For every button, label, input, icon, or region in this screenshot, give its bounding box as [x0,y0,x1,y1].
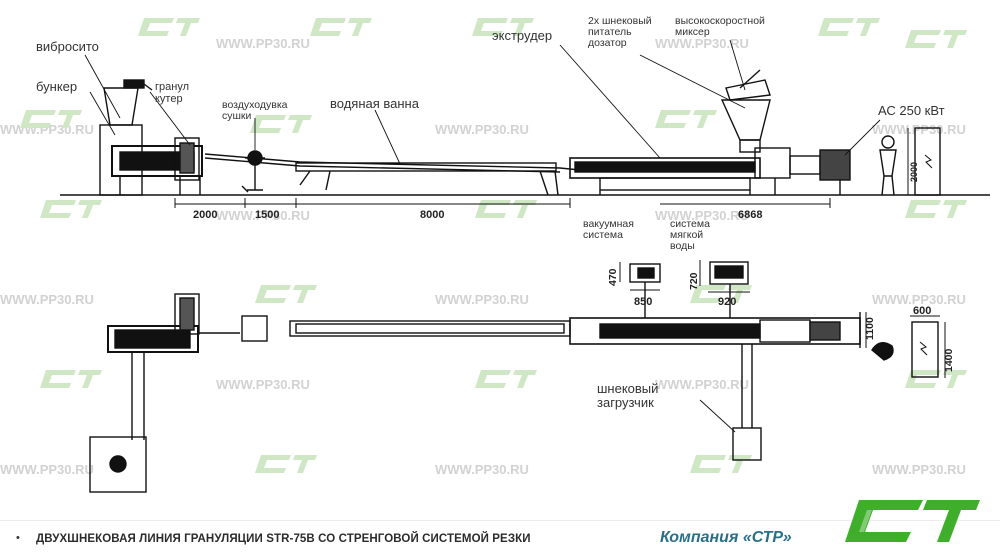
top-dimension-line [174,198,831,208]
watermark-logo-icon [655,110,717,128]
plan-cabinet [911,321,939,378]
watermark-logo-icon [255,285,317,303]
watermark-logo-icon [310,18,372,36]
dimension-1100: 1100 [864,317,876,340]
label-vibrosito: вибросито [36,39,99,54]
operator-figure [879,135,897,196]
dimension-6868: 6868 [738,209,763,221]
dimension-2000: 2000 [193,209,218,221]
label-bunker: бункер [36,79,78,94]
watermark-logo-icon [905,200,967,218]
watermark-url: WWW.PP30.RU [655,36,749,51]
label-power: АС 250 кВт [878,103,945,118]
plan-soft-water [709,261,749,318]
watermark-url: WWW.PP30.RU [216,377,310,392]
watermark-logo-icon [905,370,967,388]
plan-operator [871,342,894,361]
watermark-url: WWW.PP30.RU [216,208,310,223]
dimension-1500: 1500 [255,209,280,221]
dimension-850: 850 [634,296,653,308]
dimension-600: 600 [913,305,932,317]
label-vodyanaya-vanna: водяная ванна [330,96,419,111]
company-logo [845,500,980,542]
plan-blower [241,315,268,342]
watermark-url: WWW.PP30.RU [655,377,749,392]
top-leader-lines [84,39,881,165]
dimension-470: 470 [607,268,619,286]
watermark-logo-icon [255,455,317,473]
watermark-logo-icon [20,110,82,128]
watermark-url: WWW.PP30.RU [872,462,966,477]
footer-title: ДВУХШНЕКОВАЯ ЛИНИЯ ГРАНУЛЯЦИИ STR-75В СО… [36,533,531,545]
dimension-720: 720 [688,272,700,290]
watermark-url: WWW.PP30.RU [872,122,966,137]
footer-company: Компания «СТР» [660,529,792,546]
plan-vacuum [629,263,661,318]
plan-granulator [107,293,240,353]
dimension-2000-vertical: 2000 [909,161,919,182]
watermark-url: WWW.PP30.RU [435,292,529,307]
watermark-logos [20,18,967,473]
dimension-920: 920 [718,296,737,308]
watermark-url: WWW.PP30.RU [655,208,749,223]
watermark-url: WWW.PP30.RU [435,462,529,477]
plan-conveyor [89,352,147,493]
label-vakuum: вакуумная система [583,218,634,242]
plan-water-bath [289,320,571,337]
watermark-url: WWW.PP30.RU [0,462,94,477]
electric-cabinet [914,127,941,196]
watermark-logo-icon [472,18,534,36]
watermark-url: WWW.PP30.RU [872,292,966,307]
plan-dimension-lines [619,128,946,378]
footer-bar: • ДВУХШНЕКОВАЯ ЛИНИЯ ГРАНУЛЯЦИИ STR-75В … [0,520,1000,558]
footer-bullet: • [16,532,20,544]
schematic-drawing [60,39,990,493]
watermark-logo-icon [905,30,967,48]
label-granul-kuter: гранул кутер [155,81,189,105]
watermark-logo-icon [138,18,200,36]
dimension-1400: 1400 [943,348,955,372]
watermark-logo-icon [818,18,880,36]
watermark-url: WWW.PP30.RU [216,36,310,51]
watermark-logo-icon [250,115,312,133]
label-ekstruder: экструдер [492,28,553,43]
watermark-logo-icon [475,370,537,388]
watermark-url: WWW.PP30.RU [0,292,94,307]
watermark-logo-icon [690,285,752,303]
label-zagruzchik: шнековый загрузчик [597,381,659,410]
watermark-logo-group [20,18,967,473]
label-mikser: высокоскоростной миксер [675,15,765,39]
watermark-logo-icon [40,370,102,388]
extruder-unit [569,69,851,195]
plan-screw-loader [699,344,762,461]
watermark-url: WWW.PP30.RU [435,122,529,137]
label-vozdukhoduvka: воздуходувка сушки [222,99,288,123]
dimension-8000: 8000 [420,209,445,221]
label-pitatel: 2х шнековый питатель дозатор [588,15,652,50]
vibrosito-unit [99,79,203,196]
watermark-logo-icon [40,200,102,218]
label-myagkoy-vody: система мягкой воды [670,218,710,253]
plan-extruder [569,312,861,348]
